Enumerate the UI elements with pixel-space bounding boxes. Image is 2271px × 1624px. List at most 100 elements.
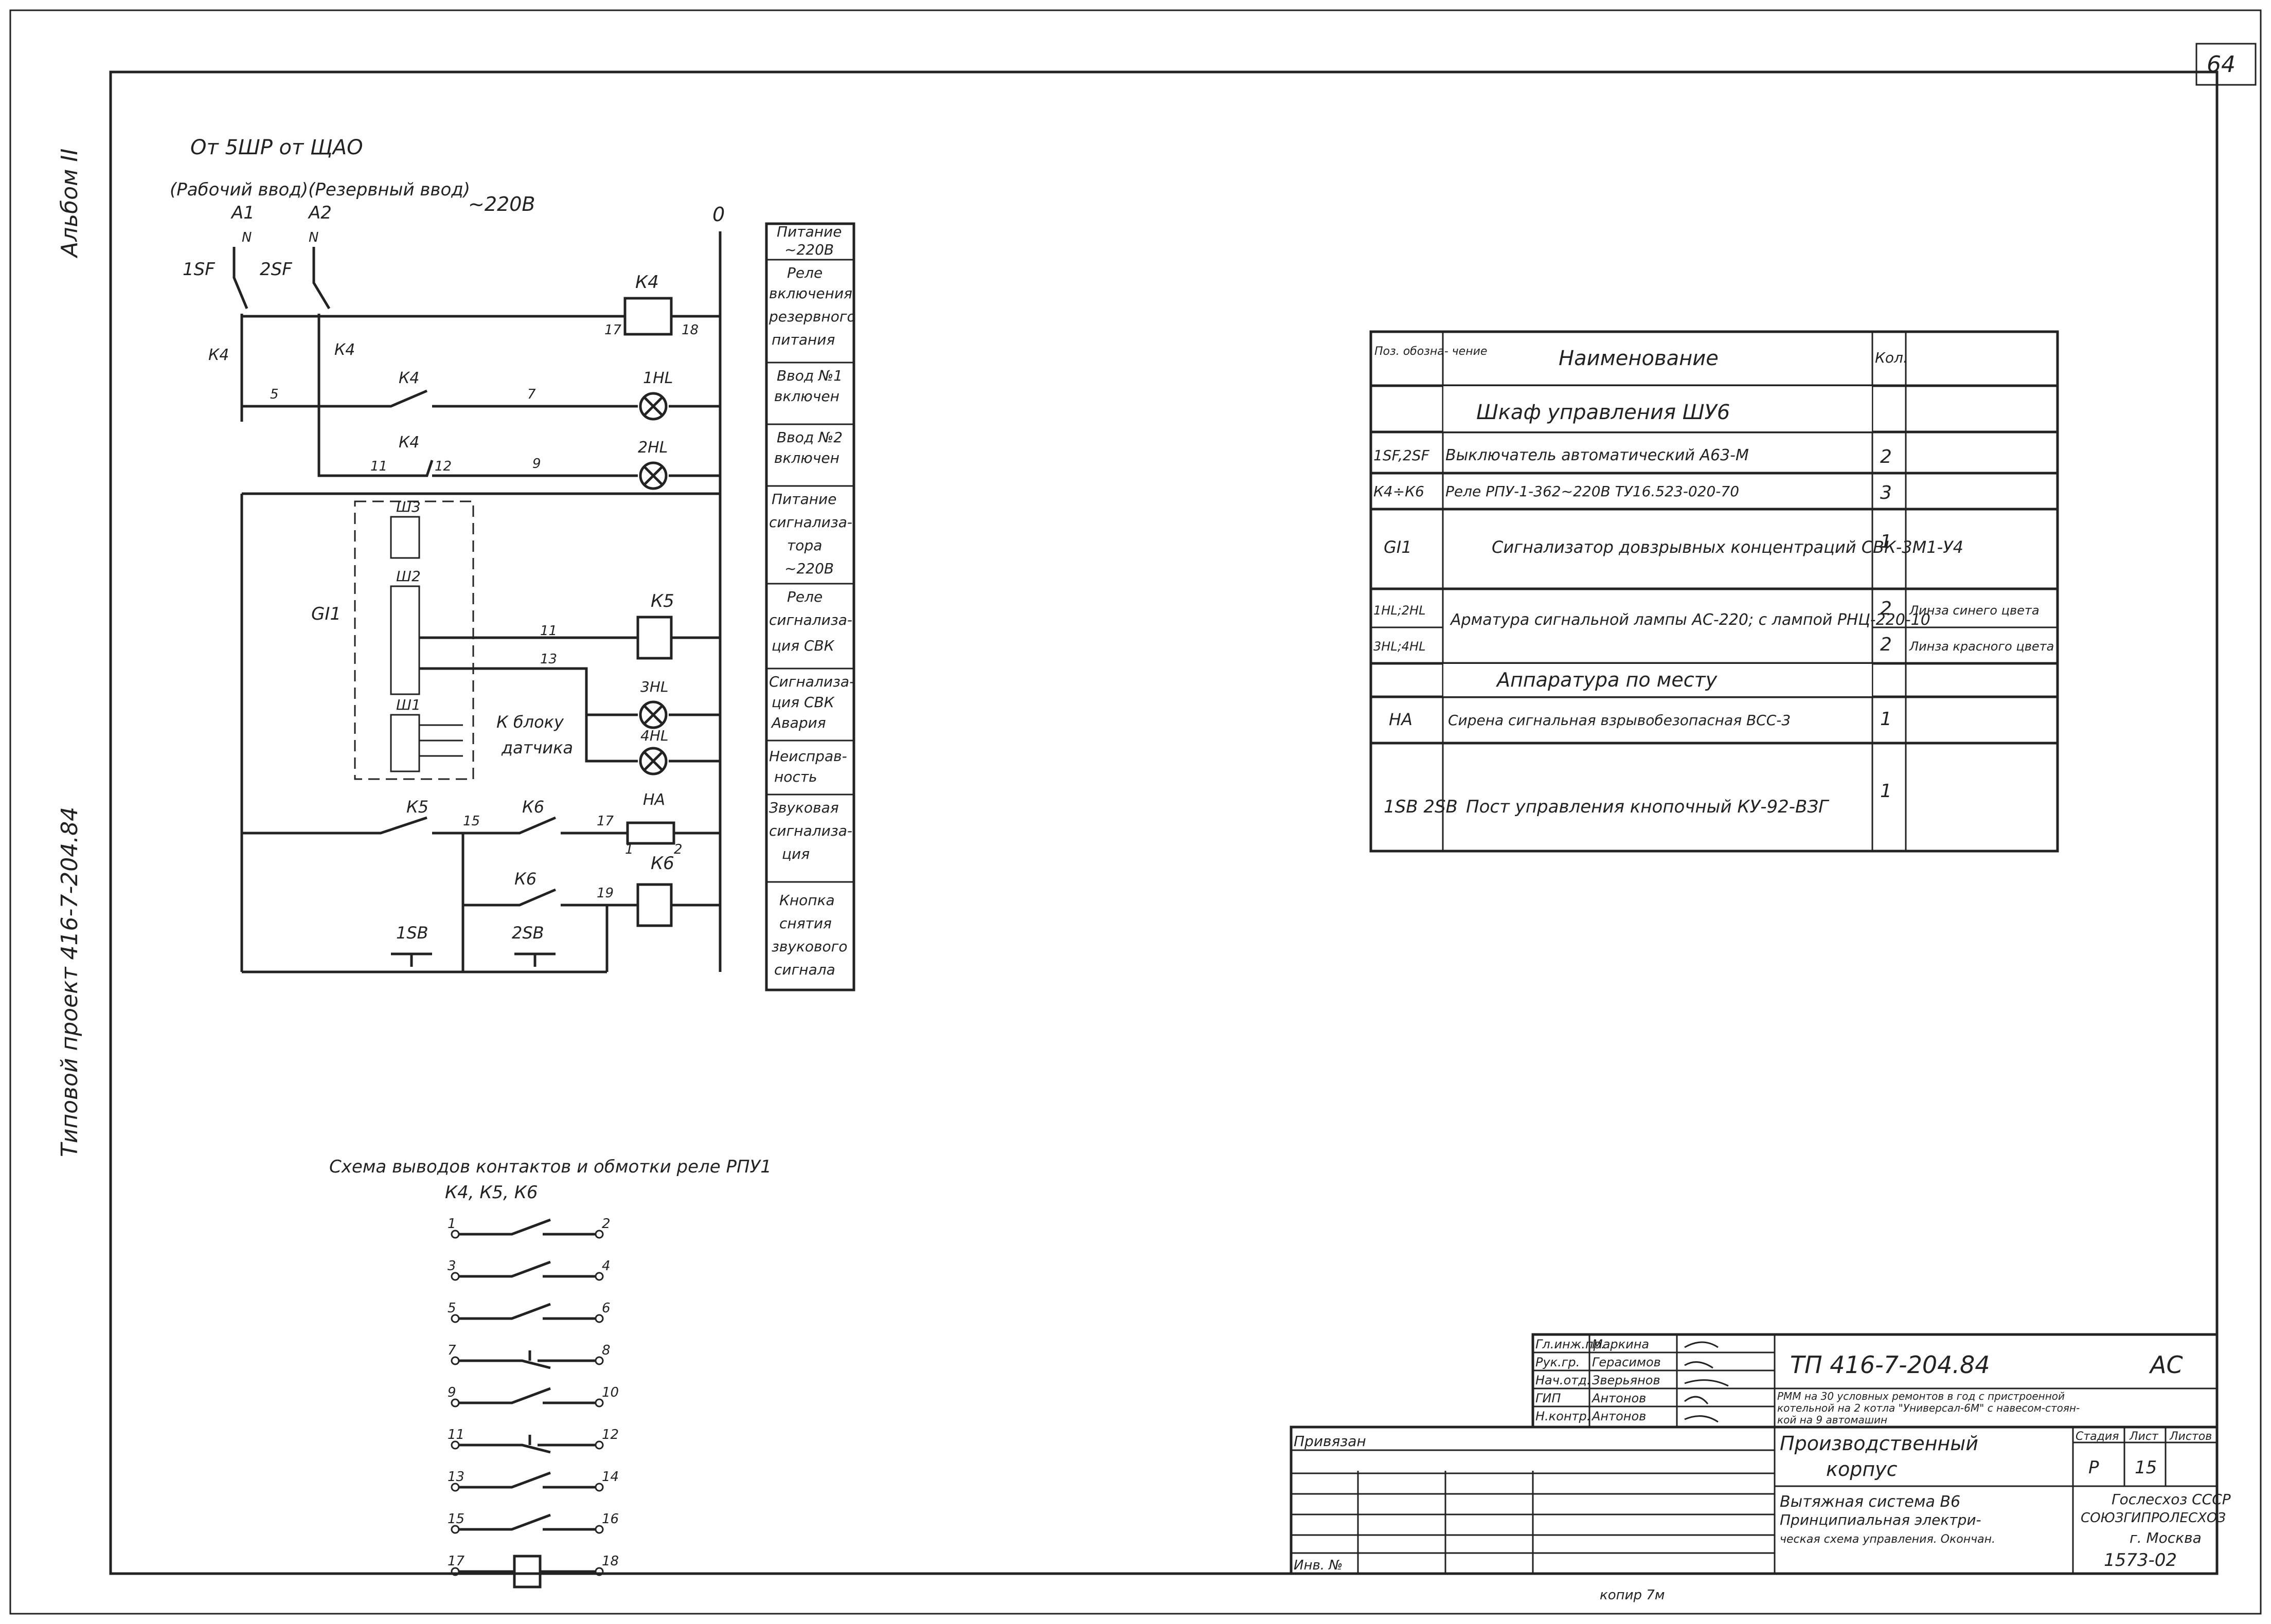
table-header-pos: Поз. обозна- чение — [1374, 345, 1487, 358]
lamp-4hl — [639, 747, 668, 775]
pinout-nc-contact — [459, 1435, 596, 1454]
button-2sb — [514, 952, 556, 967]
lamp-4hl-label: 4HL — [640, 727, 668, 744]
wire-numbers: 17 18 5 7 9 11 12 11 13 15 17 19 1 2 — [270, 322, 699, 901]
func-3-line1: включен — [774, 449, 839, 466]
func-6-line0: Сигнализа- — [769, 673, 854, 690]
siren-ha-label: HA — [643, 791, 665, 809]
pinout-terminal-left — [451, 1272, 460, 1281]
lamp-4hl-cross — [643, 751, 664, 771]
gi1-block-outline — [354, 500, 474, 780]
pinout-terminal-left — [451, 1525, 460, 1534]
row2-name: Реле РПУ-1-362~220В ТУ16.523-020-70 — [1445, 483, 1739, 500]
wire-num: 18 — [682, 322, 699, 338]
sensor-label-2: датчика — [501, 738, 573, 757]
lamp-1hl-cross — [643, 396, 664, 417]
func-6-line2: Авария — [771, 714, 826, 731]
tb-building-line2: корпус — [1826, 1458, 1898, 1481]
wire-num: 7 — [527, 387, 536, 402]
row5-pos: 3HL;4HL — [1373, 639, 1425, 654]
func-9-line2: звукового — [772, 938, 847, 955]
pinout-no-contact — [459, 1387, 596, 1404]
terminal-a1: А1 — [230, 203, 255, 223]
tb-content-line2: Принципиальная электри- — [1780, 1511, 1981, 1528]
pinout-pin-left: 3 — [448, 1258, 456, 1274]
connector-sh2 — [390, 585, 420, 695]
siren-ha — [626, 821, 675, 845]
wire-num: 19 — [597, 886, 614, 901]
func-1-line2: резервного — [768, 308, 856, 325]
row1-pos: 1SF,2SF — [1373, 447, 1430, 464]
button-1sb-label: 1SB — [396, 923, 428, 943]
func-1-line1: включения — [769, 285, 852, 302]
pinout-terminal-left — [451, 1314, 460, 1323]
pinout-pin-left: 1 — [448, 1216, 456, 1232]
function-column: Питание ~220В Реле включения резервного … — [765, 222, 856, 991]
pinout-pin-right: 2 — [602, 1216, 611, 1232]
func-8-line2: ция — [782, 845, 810, 862]
tb-org-line3: г. Москва — [2130, 1529, 2202, 1546]
func-4-line1: сигнализа- — [769, 514, 852, 531]
rail-input1 — [242, 389, 720, 408]
lamp-3hl-label: 3HL — [640, 678, 668, 695]
equipment-table-columns — [1442, 332, 1907, 851]
row1-qty: 2 — [1880, 446, 1892, 467]
page-number-box — [2195, 43, 2257, 86]
func-7-line0: Неисправ- — [769, 748, 847, 765]
connector-sh1 — [390, 714, 420, 772]
row6-name: Сирена сигнальная взрывобезопасная ВСС-3 — [1448, 712, 1791, 729]
pinout-terminal-right — [595, 1230, 604, 1239]
pinout-terminal-right — [595, 1525, 604, 1534]
breaker-1sf-label: 1SF — [183, 259, 215, 280]
sensor-wires — [419, 724, 463, 757]
pinout-pin-left: 5 — [448, 1301, 456, 1316]
func-3-line0: Ввод №2 — [777, 429, 843, 446]
title-block-sign-rows — [1533, 1351, 1775, 1408]
tb-name-1: Герасимов — [1592, 1355, 1661, 1369]
breaker-2sf-label: 2SF — [260, 259, 292, 280]
tb-stage: Р — [2088, 1457, 2099, 1478]
wire-num: 13 — [540, 652, 557, 667]
pinout-terminal-left — [451, 1440, 460, 1450]
side-stamp-album: Альбом II — [57, 149, 83, 259]
pinout-pin-right: 8 — [602, 1343, 611, 1358]
tb-sheets-label: Листов — [2169, 1430, 2212, 1443]
section2-band — [1443, 664, 1872, 696]
coil-k5 — [636, 616, 673, 660]
signatures — [1684, 1341, 1729, 1423]
table-section1: Шкаф управления ШУ6 — [1476, 401, 1730, 424]
tb-mark: АС — [2149, 1351, 2183, 1379]
gi1-label: GI1 — [311, 604, 341, 624]
connector-sh3-label: Ш3 — [396, 498, 421, 515]
contact-k6a-label: К6 — [522, 797, 544, 817]
pinout-pin-right: 4 — [602, 1258, 611, 1274]
tb-role-0: Гл.инж.пр. — [1535, 1337, 1605, 1351]
coil-k6-label: К6 — [651, 853, 674, 874]
breaker-switches — [233, 247, 331, 310]
pinout-terminal-right — [595, 1483, 604, 1492]
pinout-no-contact — [459, 1303, 596, 1320]
row6-pos: НА — [1389, 710, 1412, 729]
title-block-frame — [1290, 1425, 2219, 1575]
voltage-label: ~220В — [468, 193, 535, 215]
sensor-label-1: К блоку — [496, 712, 564, 732]
func-7-line1: ность — [774, 768, 817, 785]
tb-role-4: Н.контр. — [1535, 1409, 1590, 1423]
pinout-no-contact — [459, 1260, 596, 1278]
pinout-no-contact — [459, 1471, 596, 1489]
terminal-n1: N — [242, 230, 252, 245]
table-header-name: Наименование — [1559, 347, 1719, 370]
rail-bottom — [242, 905, 609, 973]
func-4-line2: тора — [787, 537, 822, 554]
table-section2: Аппаратура по месту — [1495, 669, 1718, 691]
tb-content-line3: ческая схема управления. Окончан. — [1780, 1533, 1995, 1546]
tb-role-2: Нач.отд. — [1535, 1373, 1590, 1387]
rail-siren — [242, 816, 720, 835]
tb-org-line2: СОЮЗГИПРОЛЕСХОЗ — [2081, 1510, 2226, 1526]
